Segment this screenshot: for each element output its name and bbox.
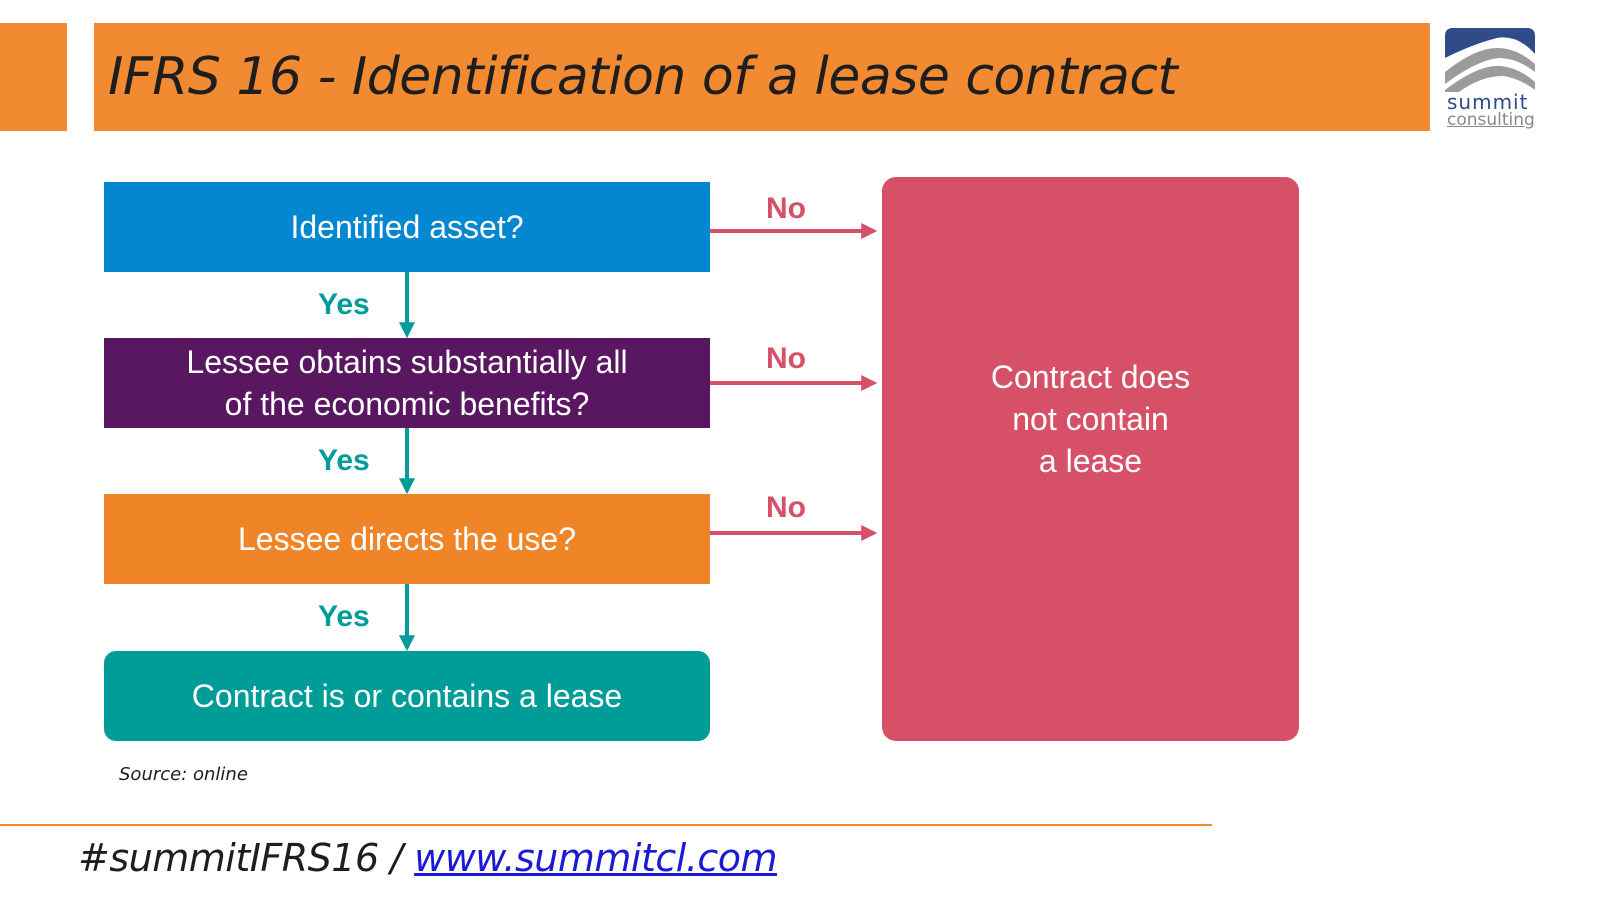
node-directs-use-label: Lessee directs the use?	[238, 521, 576, 557]
logo-subtitle: consulting	[1447, 110, 1535, 130]
edge-label-no-3: No	[766, 491, 806, 524]
node-not-lease-label: Contract does not contain a lease	[990, 359, 1191, 479]
edge-label-no-2: No	[766, 342, 806, 375]
summit-mountain-logo-icon	[1445, 28, 1535, 92]
title-accent-block	[0, 23, 67, 131]
edge-label-no-1: No	[766, 192, 806, 225]
page-title: IFRS 16 - Identification of a lease cont…	[108, 47, 1178, 107]
footer: #summitIFRS16 / www.summitcl.com	[78, 836, 778, 880]
footer-divider	[0, 824, 1212, 826]
node-is-lease-label: Contract is or contains a lease	[191, 678, 623, 714]
footer-website-link[interactable]: www.summitcl.com	[414, 836, 778, 880]
node-is-lease: Contract is or contains a lease	[104, 651, 710, 741]
title-bar: IFRS 16 - Identification of a lease cont…	[94, 23, 1430, 131]
node-economic-benefits: Lessee obtains substantially all of the …	[104, 338, 710, 428]
logo-wordmark: summit	[1447, 90, 1529, 114]
company-logo: summit consulting	[1440, 26, 1540, 136]
node-directs-use: Lessee directs the use?	[104, 494, 710, 584]
node-identified-asset: Identified asset?	[104, 182, 710, 272]
node-economic-benefits-label: Lessee obtains substantially all of the …	[186, 344, 628, 422]
footer-hashtag: #summitIFRS16 /	[78, 836, 415, 880]
source-note: Source: online	[119, 764, 248, 785]
node-not-lease: Contract does not contain a lease	[882, 177, 1299, 741]
node-identified-asset-label: Identified asset?	[290, 209, 524, 245]
edge-label-yes-1: Yes	[318, 288, 370, 321]
edge-label-yes-3: Yes	[318, 600, 370, 633]
edge-label-yes-2: Yes	[318, 444, 370, 477]
